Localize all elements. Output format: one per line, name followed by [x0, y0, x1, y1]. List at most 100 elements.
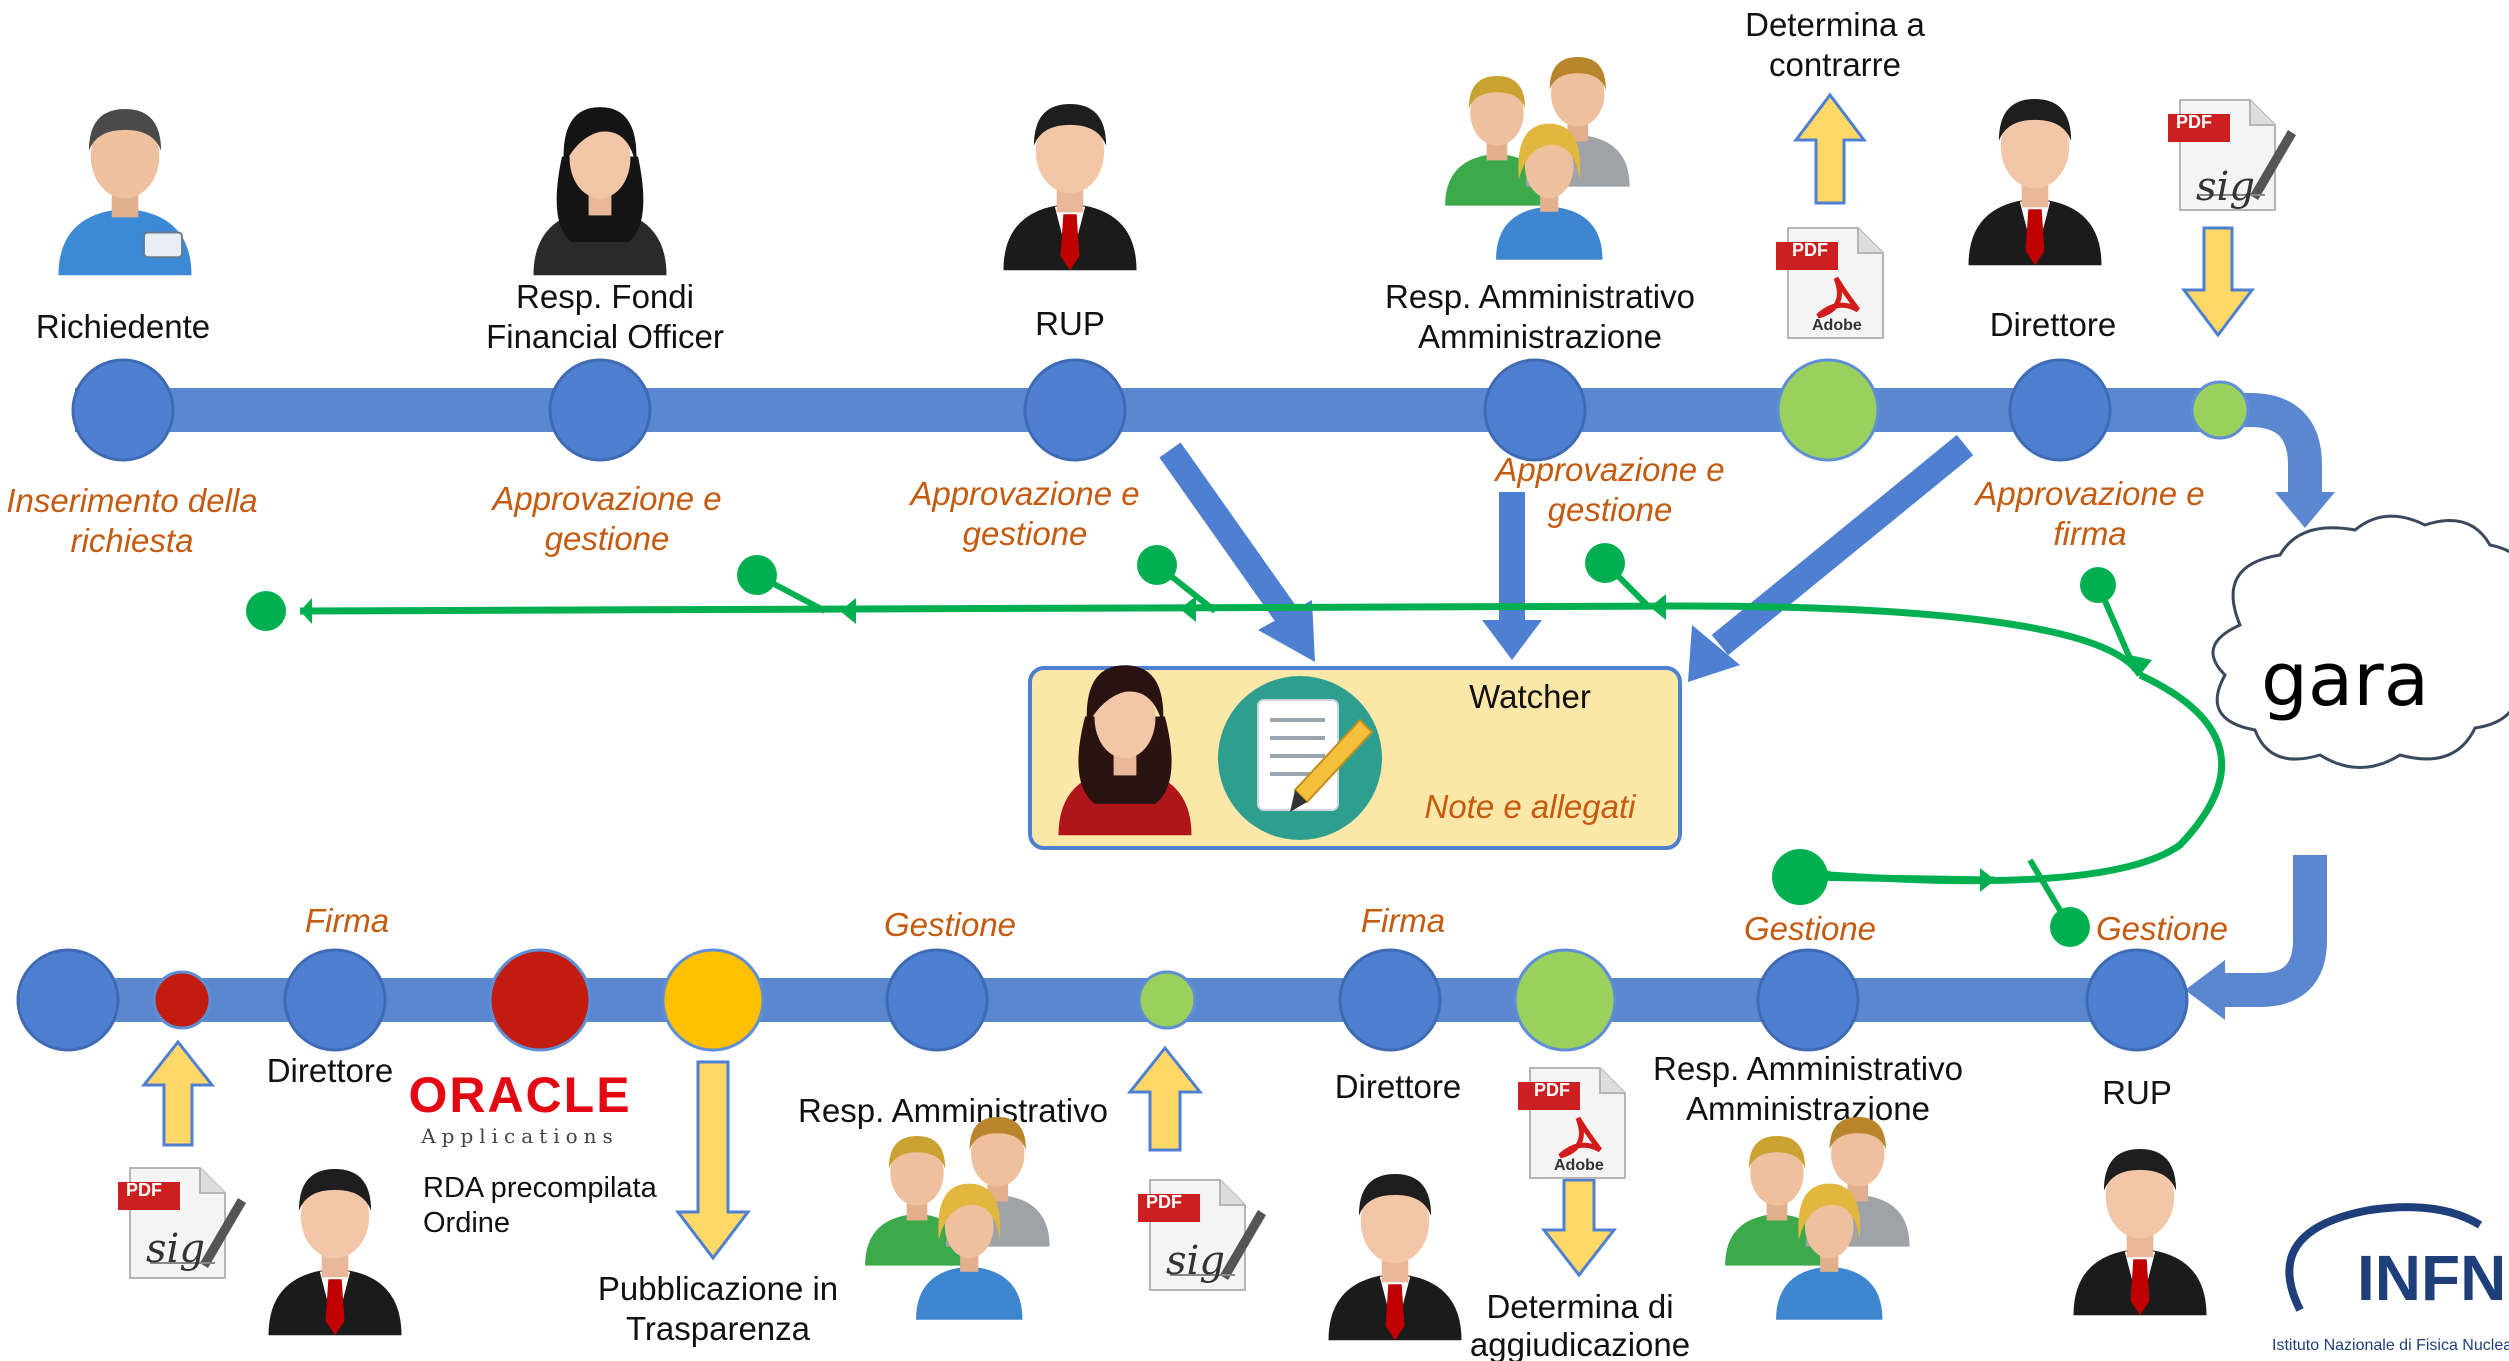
pin-head-1: [737, 555, 777, 595]
label-pubblicazione-1: Pubblicazione in: [598, 1270, 838, 1307]
arrow-up-sig-left: [140, 1039, 216, 1147]
label-determina-aggiudicazione-1: Determina di: [1486, 1288, 1673, 1325]
feedback-line-top: [299, 602, 2144, 677]
action-direttore-left: Firma: [305, 902, 389, 939]
arrow-down-aggiudicazione: [1540, 1178, 1618, 1278]
adobe-label-contrarre: Adobe: [1812, 317, 1862, 334]
oracle-applications-label: Applications: [420, 1124, 619, 1148]
action-direttore-mid: Firma: [1361, 902, 1445, 939]
node-direttore-mid[interactable]: [1338, 948, 1442, 1052]
arrow-to-gara: [2275, 492, 2335, 528]
node-oracle[interactable]: [488, 948, 592, 1052]
feedback-line-bottom: [1799, 873, 1996, 884]
infn-logo: INFN Istituto Nazionale di Fisica Nuclea…: [2272, 1203, 2509, 1354]
pin-head-4: [2080, 567, 2116, 603]
action-rup-top-1: Approvazione e: [908, 475, 1139, 512]
label-determina-contrarre-2: contrarre: [1769, 46, 1901, 83]
node-firma-small[interactable]: [1137, 970, 1197, 1030]
node-resp-amm-top[interactable]: [1483, 358, 1587, 462]
oracle-logo: ORACLE: [408, 1067, 631, 1123]
arrow-rup-to-watcher: [1159, 442, 1301, 628]
feedback-terminal-left: [246, 591, 286, 631]
node-determina-aggiudicazione[interactable]: [1513, 948, 1617, 1052]
sig-label-top: sig: [2196, 164, 2255, 210]
resp-amm-short-group-icon: [865, 1116, 1050, 1320]
label-determina-aggiudicazione-2: aggiudicazione: [1470, 1326, 1690, 1361]
label-resp-fondi-2: Financial Officer: [486, 318, 724, 355]
gara-label: gara: [2261, 637, 2429, 723]
arrow-down-sig-top: [2180, 226, 2256, 338]
feedback-arrowhead-bottom: [1980, 868, 1995, 892]
pdf-badge-aggiudicazione: PDF: [1534, 1080, 1570, 1100]
direttore-mid-businessman-icon: [1328, 1174, 1462, 1341]
label-resp-amm-bottom-1: Resp. Amministrativo: [1653, 1050, 1963, 1087]
direttore-top-businessman-icon: [1968, 99, 2102, 266]
top-timeline-curve: [2215, 393, 2322, 505]
rup-top-businessman-icon: [1003, 104, 1137, 271]
node-rup-top[interactable]: [1023, 358, 1127, 462]
node-determina-contrarre[interactable]: [1776, 358, 1880, 462]
label-direttore-top: Direttore: [1990, 306, 2117, 343]
label-direttore-mid: Direttore: [1335, 1068, 1462, 1105]
label-resp-amm-bottom-2: Amministrazione: [1686, 1090, 1930, 1127]
node-start-bottom[interactable]: [16, 948, 120, 1052]
richiedente-person-icon: [57, 108, 193, 277]
pin-head-3: [1585, 543, 1625, 583]
node-firma-red[interactable]: [152, 970, 212, 1030]
node-richiedente[interactable]: [71, 358, 175, 462]
feedback-arrowhead-right: [2130, 655, 2152, 675]
label-pubblicazione-2: Trasparenza: [626, 1310, 811, 1347]
gara-cloud-icon[interactable]: [2211, 514, 2509, 769]
action-direttore-top-2: firma: [2053, 515, 2126, 552]
sig-label-bottom-mid: sig: [1166, 1238, 1225, 1284]
action-resp-amm-short: Gestione: [884, 906, 1016, 943]
label-richiedente: Richiedente: [36, 308, 210, 345]
feedback-line-right: [1818, 671, 2226, 885]
infn-logo-text: INFN: [2357, 1242, 2506, 1314]
node-direttore-top[interactable]: [2008, 358, 2112, 462]
arrow-down-pubblicazione: [674, 1060, 752, 1261]
node-pubblicazione[interactable]: [661, 948, 765, 1052]
action-rup-bottom: Gestione: [2096, 910, 2228, 947]
node-rup-bottom[interactable]: [2085, 948, 2189, 1052]
node-resp-fondi[interactable]: [548, 358, 652, 462]
label-determina-contrarre-1: Determina a: [1745, 6, 1925, 43]
rup-bottom-businessman-icon: [2073, 1149, 2207, 1316]
action-resp-fondi-1: Approvazione e: [490, 480, 721, 517]
node-firma-top[interactable]: [2190, 380, 2250, 440]
watcher-title: Watcher: [1469, 678, 1591, 715]
node-resp-amm-short[interactable]: [885, 948, 989, 1052]
action-rup-top-2: gestione: [963, 515, 1088, 552]
action-direttore-top-1: Approvazione e: [1973, 475, 2204, 512]
adobe-label-aggiudicazione: Adobe: [1554, 1157, 1604, 1174]
pin-head-5: [2050, 907, 2090, 947]
arrow-direttore-to-watcher: [1711, 434, 1974, 656]
node-direttore-left[interactable]: [283, 948, 387, 1052]
node-resp-amm-bottom[interactable]: [1756, 948, 1860, 1052]
arrow-amm-to-watcher-head: [1482, 620, 1542, 660]
arrow-to-bottom-rup: [2185, 960, 2225, 1020]
label-rup-bottom: RUP: [2102, 1074, 2172, 1111]
resp-amm-bottom-group-icon: [1725, 1116, 1910, 1320]
feedback-arrowhead-mid1: [840, 598, 856, 624]
arrow-up-determina-contrarre: [1792, 92, 1868, 205]
label-resp-amm-top-2: Amministrazione: [1418, 318, 1662, 355]
arrow-rup-to-watcher-head: [1258, 600, 1315, 662]
oracle-ordine-label: Ordine: [423, 1207, 510, 1239]
resp-fondi-businesswoman-icon: [533, 107, 667, 276]
pdf-badge-top-sig: PDF: [2176, 112, 2212, 132]
pdf-badge-contrarre: PDF: [1792, 240, 1828, 260]
action-resp-fondi-2: gestione: [545, 520, 670, 557]
direttore-left-businessman-icon: [268, 1169, 402, 1336]
watcher-subtitle: Note e allegati: [1425, 788, 1638, 825]
label-resp-amm-short: Resp. Amministrativo: [798, 1092, 1108, 1129]
arrow-up-sig-mid: [1126, 1045, 1204, 1152]
pin-head-2: [1137, 545, 1177, 585]
action-resp-amm-top-2: gestione: [1548, 491, 1673, 528]
action-inserimento-2: richiesta: [71, 522, 194, 559]
feedback-arrowhead-mid2: [1180, 596, 1196, 622]
gara-to-bottom-curve: [2215, 855, 2327, 1007]
infn-logo-subtitle: Istituto Nazionale di Fisica Nucleare: [2272, 1337, 2509, 1354]
oracle-rda-label: RDA precompilata: [423, 1172, 658, 1204]
pdf-badge-bottom-mid: PDF: [1146, 1192, 1182, 1212]
